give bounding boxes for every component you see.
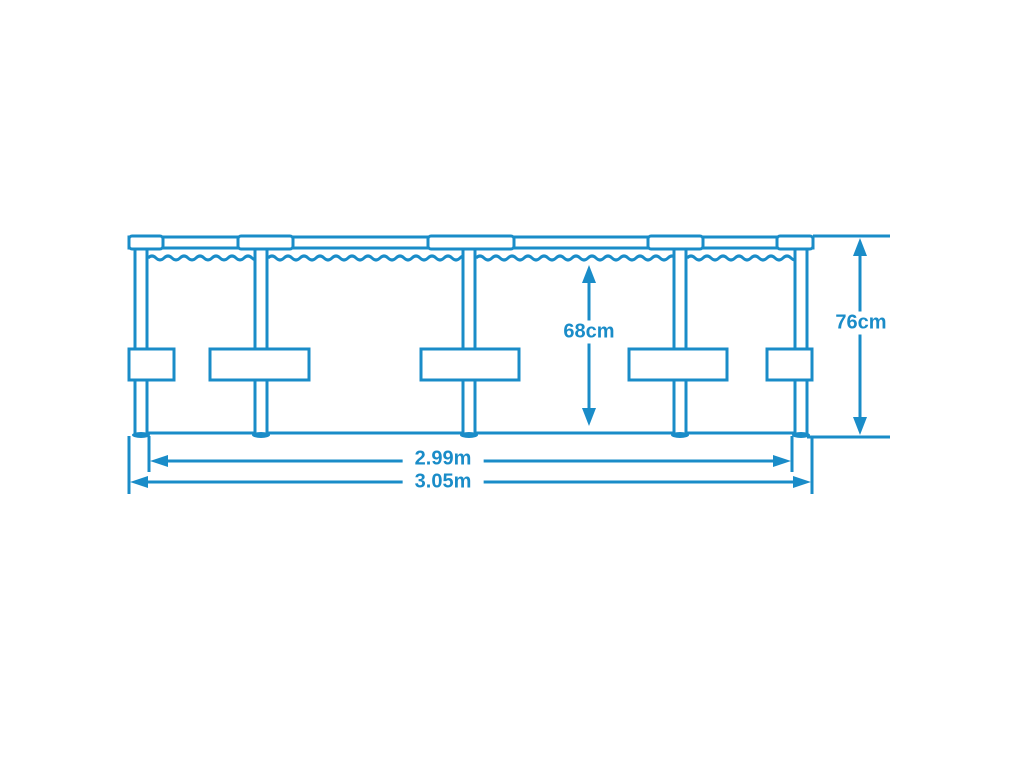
side-support (208, 347, 311, 382)
leg (253, 246, 269, 436)
arrow-down-icon (582, 408, 596, 426)
leg-foot (460, 432, 478, 438)
top-connector (127, 234, 165, 251)
top-connector (426, 234, 516, 251)
side-support (765, 347, 814, 382)
inner-diameter-label: 2.99m (402, 447, 484, 471)
arrow-down-icon (853, 417, 867, 435)
arrow-left-icon (130, 476, 148, 488)
top-connector (236, 234, 295, 251)
arrow-right-icon (773, 455, 791, 467)
top-connector (775, 234, 815, 251)
leg (461, 246, 477, 436)
leg-foot (671, 432, 689, 438)
leg-foot (252, 432, 270, 438)
total-height-label: 76cm (831, 311, 891, 335)
arrow-left-icon (150, 455, 168, 467)
leg (133, 246, 149, 436)
side-support (419, 347, 521, 382)
leg (672, 246, 688, 436)
side-support (627, 347, 729, 382)
leg-foot (132, 432, 150, 438)
top-connector (646, 234, 705, 251)
water-depth-label: 68cm (559, 320, 619, 344)
outer-diameter-label: 3.05m (402, 470, 484, 494)
arrow-up-icon (582, 265, 596, 283)
arrow-up-icon (853, 238, 867, 256)
side-support (127, 347, 176, 382)
leg (793, 246, 809, 436)
water-line (146, 254, 801, 262)
leg-foot (792, 432, 810, 438)
pool-frame (127, 234, 815, 438)
arrow-right-icon (793, 476, 811, 488)
